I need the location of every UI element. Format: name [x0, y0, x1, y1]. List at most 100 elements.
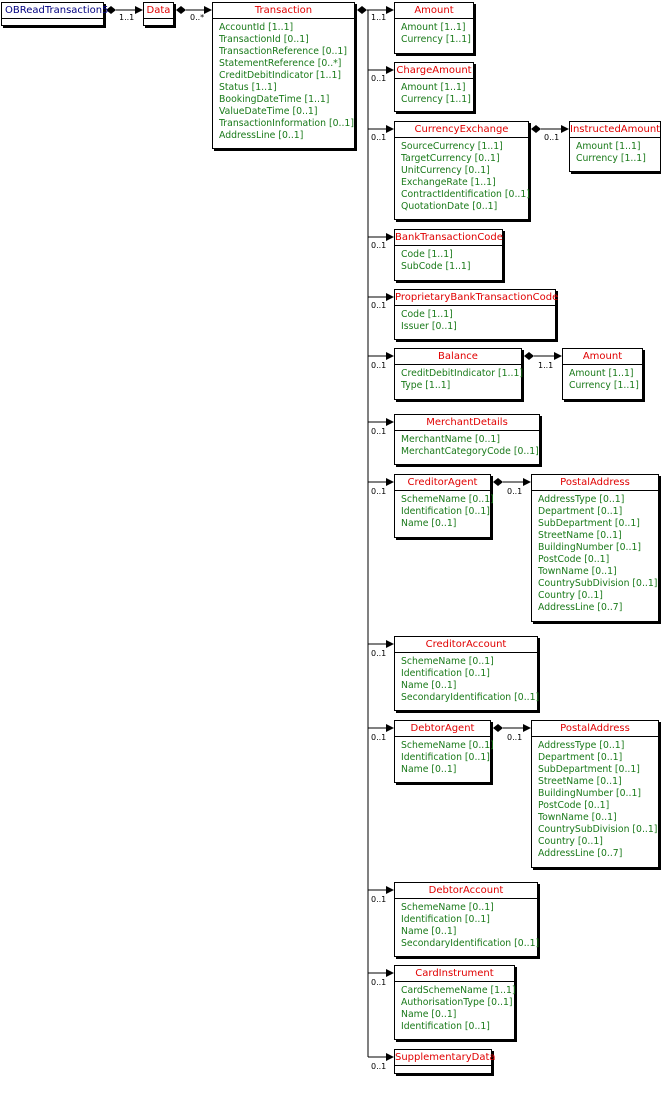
cardinality-label: 0..1 [371, 361, 387, 370]
node-creditoragent-postaladdress: PostalAddress AddressType [0..1] Departm… [531, 474, 659, 622]
arrow-head [386, 233, 394, 241]
attribute: Amount [1..1] [569, 368, 634, 379]
attribute: TownName [0..1] [538, 812, 617, 823]
node-chargeamount: ChargeAmount Amount [1..1] Currency [1..… [394, 62, 474, 112]
attribute-list: SchemeName [0..1] Identification [0..1] … [395, 653, 539, 707]
cardinality-label: 0..1 [371, 427, 387, 436]
attribute: Department [0..1] [538, 752, 623, 763]
node-balance: Balance CreditDebitIndicator [1..1] Type… [394, 348, 523, 400]
node-title: Data [144, 3, 173, 19]
attribute: SecondaryIdentification [0..1] [401, 938, 540, 949]
attribute: SchemeName [0..1] [401, 656, 494, 667]
composition-diamond [531, 125, 541, 133]
node-title: CreditorAgent [395, 475, 490, 491]
attribute: PostCode [0..1] [538, 554, 610, 565]
node-amount: Amount Amount [1..1] Currency [1..1] [394, 2, 474, 54]
attribute: SubDepartment [0..1] [538, 518, 640, 529]
arrow-head [561, 125, 569, 133]
cardinality-label: 0..1 [371, 74, 387, 83]
arrow-head [523, 724, 531, 732]
node-title: OBReadTransaction5 [2, 3, 108, 19]
node-balance-amount: Amount Amount [1..1] Currency [1..1] [562, 348, 643, 400]
attribute: CreditDebitIndicator [1..1] [401, 368, 523, 379]
node-banktransactioncode: BankTransactionCode Code [1..1] SubCode … [394, 229, 503, 281]
cardinality-label: 0..1 [507, 733, 523, 742]
attribute: Name [0..1] [401, 518, 457, 529]
attribute-list: AddressType [0..1] Department [0..1] Sub… [532, 737, 658, 863]
attribute: Country [0..1] [538, 590, 603, 601]
attribute: StatementReference [0..*] [219, 58, 342, 69]
arrow-head [386, 418, 394, 426]
node-title: CreditorAccount [395, 637, 537, 653]
attribute: BookingDateTime [1..1] [219, 94, 330, 105]
attribute: Country [0..1] [538, 836, 603, 847]
attribute: SchemeName [0..1] [401, 902, 494, 913]
attribute: SubDepartment [0..1] [538, 764, 640, 775]
attribute: CountrySubDivision [0..1] [538, 578, 658, 589]
attribute: BuildingNumber [0..1] [538, 542, 642, 553]
cardinality-label: 0..1 [371, 133, 387, 142]
attribute: CountrySubDivision [0..1] [538, 824, 658, 835]
attribute: Code [1..1] [401, 309, 453, 320]
attribute: AddressType [0..1] [538, 494, 625, 505]
attribute-list: Code [1..1] Issuer [0..1] [395, 306, 555, 336]
arrow-head [386, 969, 394, 977]
attribute: TransactionId [0..1] [219, 34, 309, 45]
attribute: CardSchemeName [1..1] [401, 985, 516, 996]
arrow-head [386, 293, 394, 301]
attribute: CreditDebitIndicator [1..1] [219, 70, 341, 81]
cardinality-label: 0..1 [371, 301, 387, 310]
attribute-list: AddressType [0..1] Department [0..1] Sub… [532, 491, 658, 617]
attribute: AddressLine [0..7] [538, 848, 623, 859]
attribute: BuildingNumber [0..1] [538, 788, 642, 799]
arrow-head [554, 352, 562, 360]
node-title: Amount [395, 3, 473, 19]
arrow-head [386, 1053, 394, 1061]
cardinality-label: 0..1 [371, 649, 387, 658]
node-title: ProprietaryBankTransactionCode [395, 290, 558, 306]
cardinality-label: 0..1 [544, 133, 560, 142]
cardinality-label: 0..1 [507, 487, 523, 496]
arrow-head [386, 66, 394, 74]
attribute-list: Amount [1..1] Currency [1..1] [395, 79, 473, 109]
arrow-head [204, 6, 212, 14]
node-obreadtransaction5: OBReadTransaction5 [1, 2, 108, 26]
attribute: PostCode [0..1] [538, 800, 610, 811]
node-title: PostalAddress [532, 475, 658, 491]
attribute: Name [0..1] [401, 680, 457, 691]
attribute: Identification [0..1] [401, 1021, 490, 1032]
attribute-list: SchemeName [0..1] Identification [0..1] … [395, 737, 494, 779]
node-title: BankTransactionCode [395, 230, 503, 246]
attribute: Identification [0..1] [401, 752, 490, 763]
arrow-head [386, 640, 394, 648]
attribute: Code [1..1] [401, 249, 453, 260]
attribute-list: AccountId [1..1] TransactionId [0..1] Tr… [213, 19, 354, 145]
node-title: SupplementaryData [395, 1050, 496, 1066]
attribute: QuotationDate [0..1] [401, 201, 498, 212]
attribute: AddressLine [0..1] [219, 130, 304, 141]
attribute-list: CreditDebitIndicator [1..1] Type [1..1] [395, 365, 523, 395]
attribute-list: SchemeName [0..1] Identification [0..1] … [395, 491, 494, 533]
node-debtoragent: DebtorAgent SchemeName [0..1] Identifica… [394, 720, 494, 783]
composition-diamond [493, 724, 503, 732]
arrow-head [386, 886, 394, 894]
attribute: StreetName [0..1] [538, 776, 622, 787]
composition-diamond [357, 6, 367, 14]
attribute: Type [1..1] [401, 380, 451, 391]
attribute: Identification [0..1] [401, 506, 490, 517]
node-title: InstructedAmount [570, 122, 660, 138]
attribute: Name [0..1] [401, 926, 457, 937]
node-title: CurrencyExchange [395, 122, 528, 138]
composition-diamond [176, 6, 186, 14]
cardinality-label: 1..1 [371, 13, 387, 22]
arrow-head [135, 6, 143, 14]
node-title: DebtorAgent [395, 721, 490, 737]
node-title: CardInstrument [395, 966, 514, 982]
node-title: Transaction [213, 3, 354, 19]
attribute: Currency [1..1] [576, 153, 646, 164]
attribute: UnitCurrency [0..1] [401, 165, 490, 176]
attribute: SubCode [1..1] [401, 261, 471, 272]
attribute: Name [0..1] [401, 764, 457, 775]
attribute: SchemeName [0..1] [401, 740, 494, 751]
node-merchantdetails: MerchantDetails MerchantName [0..1] Merc… [394, 414, 540, 465]
